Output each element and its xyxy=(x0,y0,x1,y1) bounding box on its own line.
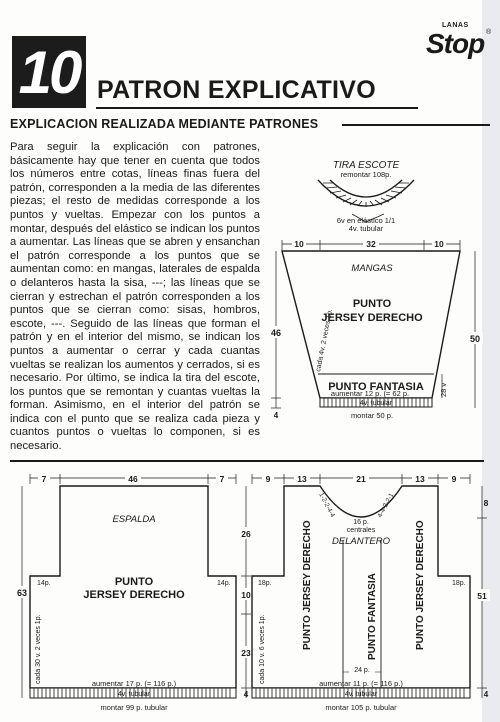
delantero-montar: montar 105 p. tubular xyxy=(325,703,397,712)
mangas-dim-top-left: 10 xyxy=(294,239,304,249)
delantero-name: DELANTERO xyxy=(332,536,391,547)
espalda-dim-left: 63 xyxy=(17,588,27,598)
espalda-stitch-line2: JERSEY DERECHO xyxy=(83,589,185,601)
espalda-side-increase: cada 30 v. 2 veces 1p. xyxy=(35,614,42,684)
espalda-dim-right-low: 23 xyxy=(241,648,251,658)
tira-title: TIRA ESCOTE xyxy=(333,160,400,171)
tira-rib-lines xyxy=(323,182,409,207)
section-separator xyxy=(10,460,484,462)
mangas-dim-left: 46 xyxy=(271,328,281,338)
logo-registered: ® xyxy=(486,29,492,36)
mangas-diagram: 10 32 10 46 4 50 28 v MANGAS xyxy=(268,238,483,420)
delantero-dim-top-3: 21 xyxy=(356,474,366,484)
delantero-center-width: 24 p. xyxy=(354,667,370,674)
page-title: PATRON EXPLICATIVO xyxy=(97,76,377,104)
espalda-ribbing xyxy=(29,687,237,699)
mangas-montar: montar 50 p. xyxy=(351,411,393,420)
delantero-neck-center-2: centrales xyxy=(347,527,376,534)
title-underline xyxy=(96,107,418,109)
delantero-dim-right-top: 8 xyxy=(484,498,489,508)
espalda-diagram: 7 46 7 63 26 10 23 4 ESPAL xyxy=(15,473,254,712)
subtitle-rule xyxy=(342,124,490,126)
mangas-band-rows: 28 v xyxy=(439,383,448,397)
delantero-tubular: 4v. tubular xyxy=(345,691,378,698)
delantero-outline xyxy=(251,485,471,689)
mangas-dim-bottom: 4 xyxy=(274,411,279,420)
espalda-dim-right-bottom: 4 xyxy=(244,690,249,699)
delantero-stitch-center: PUNTO FANTASIA xyxy=(367,573,378,660)
delantero-sisa-right: 18p. xyxy=(452,580,466,587)
next-page-edge xyxy=(482,0,500,722)
tira-arrow xyxy=(351,213,385,223)
mangas-tubular: 4v. tubular xyxy=(360,400,393,407)
delantero-dim-right-bottom: 4 xyxy=(484,690,489,699)
espalda-sisa-right: 14p. xyxy=(217,580,231,587)
delantero-dim-top-4: 13 xyxy=(415,474,425,484)
mangas-band-stitch: PUNTO FANTASIA xyxy=(328,381,424,393)
espalda-tubular: 4v. tubular xyxy=(118,691,151,698)
delantero-ribbing xyxy=(251,687,471,699)
tira-remontar: remontar 108p. xyxy=(341,170,392,179)
mangas-aumentar: aumentar 12 p. (= 62 p. xyxy=(331,389,409,398)
logo-lanas: LANAS xyxy=(442,22,469,29)
explanation-text: Para seguir la explicación con patrones,… xyxy=(10,141,260,453)
delantero-dim-top-2: 13 xyxy=(297,474,307,484)
pattern-number-box: 10 xyxy=(12,36,86,108)
delantero-neck-right: 4-4-2-2-1 xyxy=(377,492,396,519)
delantero-neck-center-1: 16 p. xyxy=(353,519,369,526)
delantero-stitch-left: PUNTO JERSEY DERECHO xyxy=(302,520,313,650)
section-subtitle: EXPLICACION REALIZADA MEDIANTE PATRONES xyxy=(10,117,319,131)
delantero-dim-top-5: 9 xyxy=(452,474,457,484)
delantero-dim-top-1: 9 xyxy=(266,474,271,484)
delantero-neck-left: 1-2-2-4-4 xyxy=(317,492,336,519)
mangas-dim-top-right: 10 xyxy=(434,239,444,249)
mangas-dim-top-mid: 32 xyxy=(366,239,376,249)
mangas-name: MANGAS xyxy=(351,263,393,274)
delantero-dim-right: 51 xyxy=(477,591,487,601)
espalda-aumentar: aumentar 17 p. (= 116 p.) xyxy=(92,679,177,688)
brand-logo: LANAS Stop ® xyxy=(424,22,494,59)
mangas-stitch-line2: JERSEY DERECHO xyxy=(321,312,423,324)
espalda-dim-right-mid: 10 xyxy=(241,590,251,600)
delantero-aumentar: aumentar 11 p. (= 116 p.) xyxy=(319,679,403,688)
espalda-sisa-left: 14p. xyxy=(37,580,51,587)
mangas-stitch-line1: PUNTO xyxy=(353,298,392,310)
espalda-dim-right-top: 26 xyxy=(241,529,251,539)
delantero-side-increase: cada 10 v. 6 veces 1p. xyxy=(259,614,266,684)
pattern-number: 10 xyxy=(18,39,83,106)
espalda-dim-top-right: 7 xyxy=(220,474,225,484)
tira-elastic: 6v en elástico 1/1 xyxy=(337,216,395,225)
logo-stop: Stop xyxy=(426,28,485,59)
tira-escote-diagram: TIRA ESCOTE remontar 108p. 6v en elástic… xyxy=(317,160,415,233)
tira-tubular: 4v. tubular xyxy=(349,224,384,233)
espalda-stitch-line1: PUNTO xyxy=(115,576,154,588)
delantero-sisa-left: 18p. xyxy=(258,580,272,587)
espalda-dim-top-mid: 46 xyxy=(128,474,138,484)
mangas-increase-left: cada 4v. 2 veces 1p. xyxy=(315,308,334,372)
espalda-dim-top-left: 7 xyxy=(42,474,47,484)
espalda-montar: montar 99 p. tubular xyxy=(100,703,168,712)
espalda-name: ESPALDA xyxy=(112,514,155,525)
mangas-dim-right: 50 xyxy=(470,334,480,344)
tira-inner-arc xyxy=(329,179,403,198)
delantero-stitch-right: PUNTO JERSEY DERECHO xyxy=(415,520,426,650)
delantero-diagram: 9 13 21 13 9 8 51 4 1-2-2-4-4 4-4- xyxy=(251,473,490,712)
